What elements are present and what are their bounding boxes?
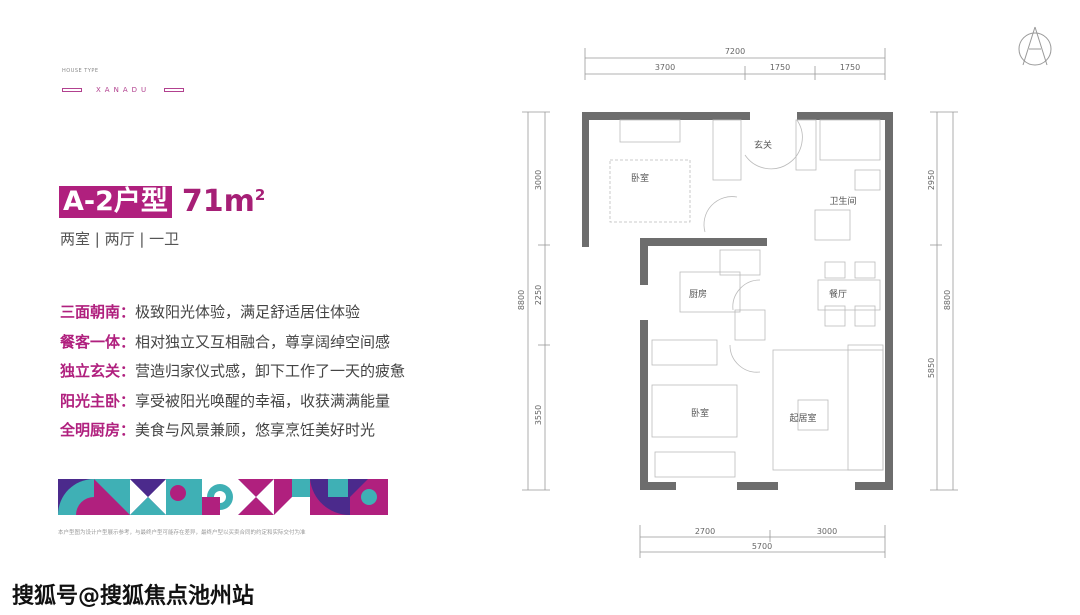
dim-top-3: 1750 [840, 63, 860, 72]
feature-value: 美食与风景兼顾，悠享烹饪美好时光 [135, 421, 376, 439]
feature-key: 阳光主卧： [60, 391, 136, 410]
feature-item: 全明厨房：美食与风景兼顾，悠享烹饪美好时光 [60, 416, 405, 446]
unit-title: A-2户型 71m2 [59, 184, 265, 219]
furniture [609, 119, 884, 478]
brand-bar-left [62, 88, 82, 92]
feature-item: 三面朝南：极致阳光体验，满足舒适居住体验 [60, 298, 405, 328]
room-kitchen: 厨房 [689, 288, 707, 300]
feature-list: 三面朝南：极致阳光体验，满足舒适居住体验 餐客一体：相对独立又互相融合，尊享阔绰… [60, 298, 405, 446]
feature-key: 餐客一体： [60, 332, 136, 351]
feature-key: 独立玄关： [60, 362, 136, 380]
dim-bottom-total: 5700 [752, 542, 772, 551]
geometric-mosaic-banner [58, 479, 388, 515]
feature-key: 全明厨房： [60, 421, 136, 439]
dim-bottom-1: 2700 [695, 527, 715, 536]
feature-value: 享受被阳光唤醒的幸福，收获满满能量 [135, 391, 391, 410]
room-foyer: 玄关 [754, 139, 772, 151]
unit-layout: 两室 | 两厅 | 一卫 [60, 230, 180, 248]
unit-area: 71m2 [182, 184, 265, 219]
dimension-labels: 7200 3700 1750 1750 8800 3000 2250 3550 … [517, 47, 952, 551]
dim-left-3: 3550 [534, 405, 543, 425]
brand-name: XANADU [96, 86, 151, 94]
disclaimer: 本户型图为设计户型展示参考，与最终户型可能存在差异，最终户型以买卖合同的约定和实… [58, 530, 306, 536]
walls [582, 112, 893, 490]
dim-right-1: 2950 [927, 170, 936, 190]
feature-value: 相对独立又互相融合，尊享阔绰空间感 [135, 332, 391, 351]
dim-left-1: 3000 [534, 170, 543, 190]
brand-bar-right [164, 88, 185, 92]
room-bedroom-1: 卧室 [631, 172, 649, 184]
feature-value: 极致阳光体验，满足舒适居住体验 [135, 303, 361, 321]
dim-right-2: 5850 [927, 358, 936, 378]
compass-icon [1018, 26, 1052, 66]
dimension-lines [522, 48, 958, 558]
room-dining: 餐厅 [829, 288, 847, 300]
room-living: 起居室 [789, 412, 816, 424]
feature-item: 独立玄关：营造归家仪式感，卸下工作了一天的疲惫 [60, 357, 405, 387]
unit-name: A-2户型 [59, 185, 172, 218]
dim-bottom-2: 3000 [817, 527, 837, 536]
dim-top-1: 3700 [655, 63, 675, 72]
feature-value: 营造归家仪式感，卸下工作了一天的疲惫 [135, 362, 406, 380]
dim-left-2: 2250 [534, 285, 543, 305]
dim-top-2: 1750 [770, 63, 790, 72]
room-bedroom-2: 卧室 [691, 407, 709, 419]
area-sup: 2 [254, 186, 266, 204]
house-type-label: HOUSE TYPE [62, 68, 99, 74]
brand-row: XANADU [62, 86, 185, 94]
area-value: 71m [181, 184, 255, 219]
dim-right-total: 8800 [943, 290, 952, 310]
feature-item: 餐客一体：相对独立又互相融合，尊享阔绰空间感 [60, 328, 405, 358]
room-bathroom: 卫生间 [829, 195, 856, 207]
dim-left-total: 8800 [517, 290, 526, 310]
feature-key: 三面朝南： [60, 303, 136, 321]
room-labels: 卧室 玄关 卫生间 厨房 餐厅 卧室 起居室 [631, 139, 857, 424]
watermark: 搜狐号@搜狐焦点池州站 [12, 584, 255, 609]
feature-item: 阳光主卧：享受被阳光唤醒的幸福，收获满满能量 [60, 387, 405, 417]
dim-top-total: 7200 [725, 47, 745, 56]
